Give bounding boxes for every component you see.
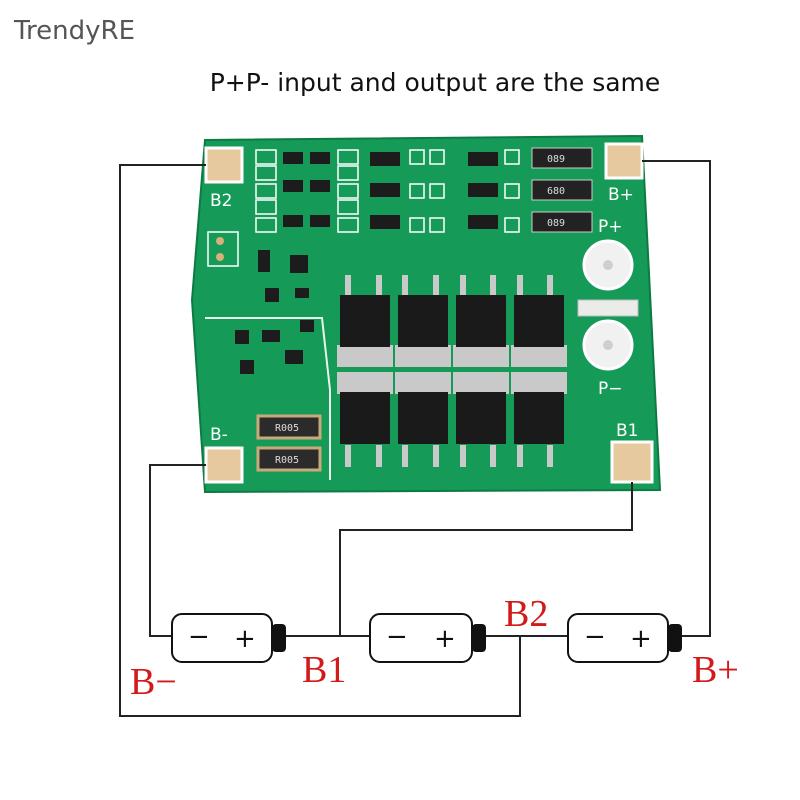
pad-bplus — [604, 142, 644, 180]
board-label-bplus: B+ — [608, 185, 634, 205]
board-pads — [204, 142, 654, 484]
battery-cell: − + — [171, 613, 286, 663]
cell-plus-sign: + — [434, 624, 456, 654]
top-resistors: 089 680 089 — [531, 147, 593, 233]
battery-cell: − + — [369, 613, 486, 663]
shunt-label: R005 — [275, 423, 299, 434]
cell-plus-sign: + — [630, 624, 652, 654]
cell-plus-sign: + — [234, 624, 256, 654]
resistor-label: 089 — [547, 218, 565, 229]
cell-minus-sign: − — [188, 622, 210, 652]
pad-b2 — [204, 146, 244, 184]
resistor-label: 089 — [547, 154, 565, 165]
pad-bminus — [204, 446, 244, 484]
wire-bminus — [149, 464, 206, 637]
pcb-board: 089 680 089 R005 R005 — [190, 134, 662, 494]
node-label-b1: B1 — [302, 649, 346, 691]
brand-watermark: TrendyRE — [14, 16, 136, 46]
node-label-bplus: B+ — [692, 649, 739, 691]
headline: P+P- input and output are the same — [209, 68, 661, 97]
wire-bplus — [642, 160, 711, 637]
cell-minus-sign: − — [386, 622, 408, 652]
board-label-pminus: P− — [598, 379, 623, 399]
cell-minus-sign: − — [584, 622, 606, 652]
shunt-resistors: R005 R005 — [256, 414, 322, 472]
pad-b1 — [610, 440, 654, 484]
board-label-b2: B2 — [210, 191, 232, 211]
board-label-b1: B1 — [616, 421, 638, 441]
node-label-bminus: B− — [130, 661, 177, 703]
node-label-b2: B2 — [504, 593, 548, 635]
resistor-label: 680 — [547, 186, 565, 197]
wire-b2 — [119, 164, 521, 717]
shunt-label: R005 — [275, 455, 299, 466]
mosfet-array — [337, 275, 567, 467]
board-label-bminus: B- — [210, 425, 228, 445]
wiring — [119, 160, 711, 717]
board-label-pplus: P+ — [598, 217, 623, 237]
battery-cell: − + — [567, 613, 682, 663]
wire-b1 — [339, 482, 633, 636]
